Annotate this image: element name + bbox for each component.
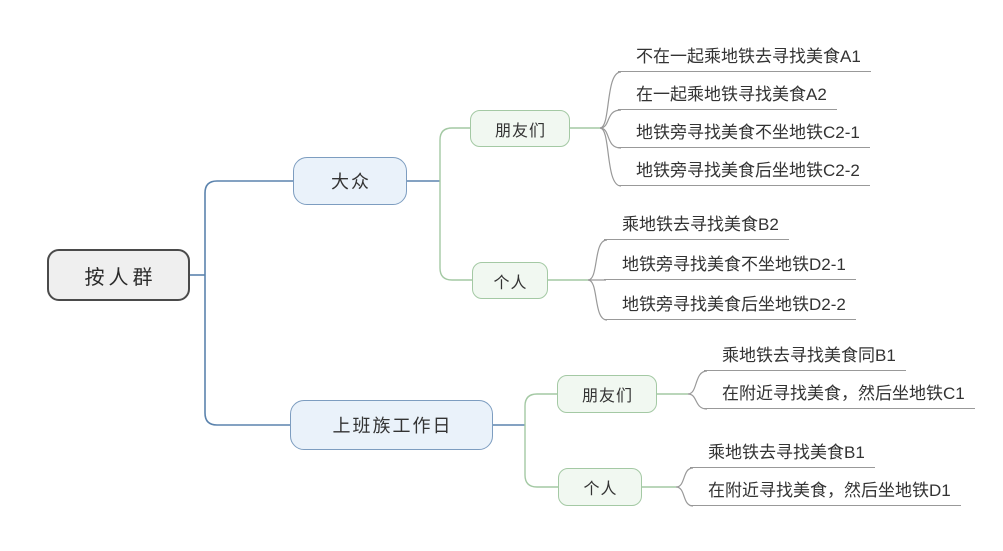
leaf-node-1-0-0[interactable]: 乘地铁去寻找美食同B1 — [704, 344, 906, 371]
connector-leaf-1-0-0 — [687, 370, 708, 395]
connector-leaf-0-0-1 — [599, 109, 622, 129]
leaf-node-0-0-3[interactable]: 地铁旁寻找美食后坐地铁C2-2 — [618, 159, 870, 186]
leaf-node-1-0-1[interactable]: 在附近寻找美食，然后坐地铁C1 — [704, 382, 975, 409]
leaf-node-1-1-0[interactable]: 乘地铁去寻找美食B1 — [690, 441, 875, 468]
connector-root-bus — [204, 180, 293, 426]
root-node[interactable]: 按人群 — [47, 249, 190, 301]
connector-leaf-0-0-3 — [599, 127, 622, 187]
connector-leaf-0-1-0 — [587, 239, 608, 281]
leaf-node-0-1-2[interactable]: 地铁旁寻找美食后坐地铁D2-2 — [604, 293, 856, 320]
connector-leaf-1-1-0 — [675, 467, 694, 488]
child-node-1-1[interactable]: 个人 — [558, 468, 642, 506]
leaf-node-0-0-0[interactable]: 不在一起乘地铁去寻找美食A1 — [618, 45, 871, 72]
leaf-node-1-1-1[interactable]: 在附近寻找美食，然后坐地铁D1 — [690, 479, 961, 506]
connector-branch0-bus — [439, 127, 472, 281]
connector-leaf-0-0-0 — [599, 71, 622, 129]
leaf-node-0-1-0[interactable]: 乘地铁去寻找美食B2 — [604, 213, 789, 240]
child-node-0-1[interactable]: 个人 — [472, 262, 548, 299]
branch-node-0[interactable]: 大众 — [293, 157, 407, 205]
connector-leaf-0-1-2 — [587, 279, 608, 321]
leaf-node-0-0-2[interactable]: 地铁旁寻找美食不坐地铁C2-1 — [618, 121, 870, 148]
child-node-0-0[interactable]: 朋友们 — [470, 110, 570, 147]
connector-branch1-bus — [524, 393, 558, 488]
leaf-node-0-1-1[interactable]: 地铁旁寻找美食不坐地铁D2-1 — [604, 253, 856, 280]
leaf-node-0-0-1[interactable]: 在一起乘地铁寻找美食A2 — [618, 83, 837, 110]
child-node-1-0[interactable]: 朋友们 — [557, 375, 657, 413]
branch-node-1[interactable]: 上班族工作日 — [290, 400, 493, 450]
